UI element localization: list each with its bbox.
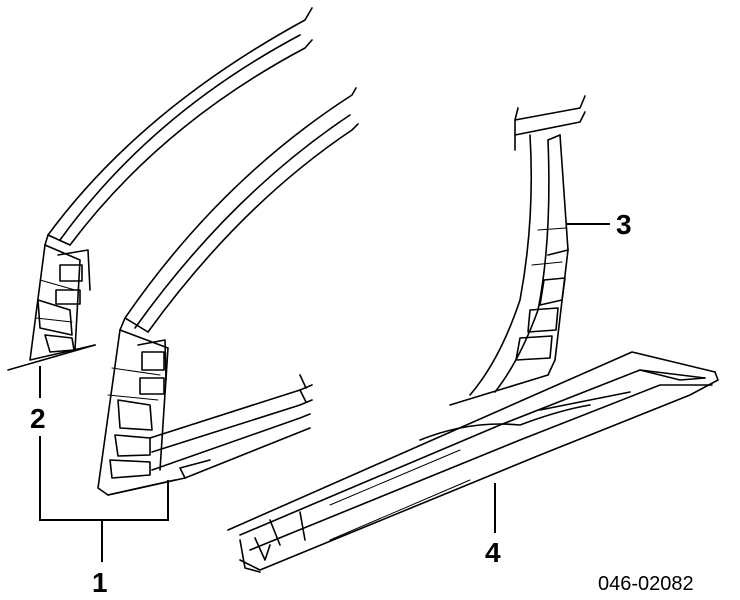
part-3-center-pillar[interactable] [449,95,586,406]
callout-leaders [39,223,610,562]
part-1-outer-side-panel[interactable] [97,87,359,496]
part-2-inner-pillar[interactable] [7,7,313,371]
callout-1: 1 [92,567,108,598]
callout-2: 2 [30,403,46,434]
diagram-part-number: 046-02082 [598,573,694,595]
callout-4: 4 [485,537,501,568]
callout-3: 3 [616,209,632,240]
part-4-rocker-panel[interactable] [227,351,719,573]
leader-1-bracket [39,436,169,521]
